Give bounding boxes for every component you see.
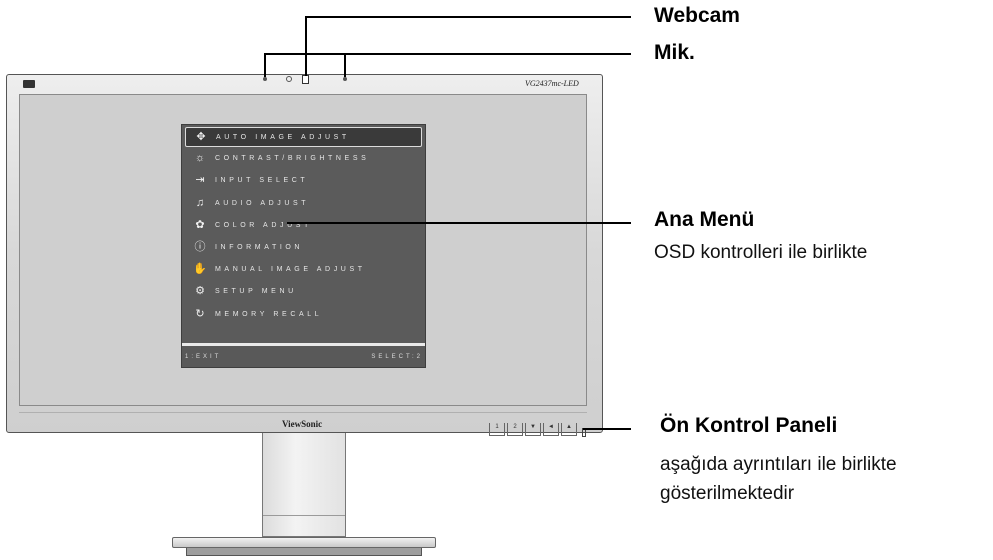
osd-separator (182, 343, 425, 346)
main-menu-description: OSD kontrolleri ile birlikte (654, 242, 868, 263)
osd-footer: 1:EXIT SELECT:2 (182, 346, 425, 367)
crosshair-icon: ✥ (196, 131, 206, 143)
front-panel-callout-line (583, 428, 631, 430)
osd-menu-item[interactable]: ⓘ INFORMATION (185, 238, 422, 258)
webcam-indicator-icon (286, 76, 292, 82)
model-name: VG2437mc-LED (525, 79, 579, 88)
front-button-left[interactable]: ◄ (543, 423, 559, 436)
microphone-left-icon (263, 77, 267, 81)
stand-base (172, 537, 436, 548)
osd-menu-item[interactable]: ⚙ SETUP MENU (185, 282, 422, 302)
gear-icon: ⚙ (195, 285, 205, 298)
osd-menu-item-label: CONTRAST/BRIGHTNESS (215, 155, 370, 163)
osd-menu-item[interactable]: ⇥ INPUT SELECT (185, 171, 422, 191)
webcam-callout-line-h (305, 16, 631, 18)
recall-icon: ↻ (195, 307, 205, 320)
hand-icon: ✋ (193, 263, 207, 276)
front-panel-description-line1: aşağıda ayrıntıları ile birlikte (660, 454, 897, 475)
mic-callout-line-h (264, 53, 631, 55)
microphone-right-icon (343, 77, 347, 81)
front-control-buttons: 1 2 ▼ ◄ ▲ (489, 423, 589, 437)
webcam-label: Webcam (654, 4, 740, 27)
osd-menu-item[interactable]: ✥ AUTO IMAGE ADJUST (185, 127, 422, 147)
osd-menu-item[interactable]: ♫ AUDIO ADJUST (185, 194, 422, 214)
osd-menu-item[interactable]: ✋ MANUAL IMAGE ADJUST (185, 260, 422, 280)
front-panel-label: Ön Kontrol Paneli (660, 414, 838, 437)
front-button-up[interactable]: ▲ (561, 423, 577, 436)
color-palette-icon: ✿ (195, 218, 205, 231)
front-button-down[interactable]: ▼ (525, 423, 541, 436)
main-menu-label: Ana Menü (654, 208, 755, 231)
osd-menu-item-label: INFORMATION (215, 244, 304, 251)
input-icon: ⇥ (195, 174, 205, 187)
webcam-callout-line-v (305, 16, 307, 76)
front-button-2[interactable]: 2 (507, 423, 523, 436)
stand-base-foot (186, 548, 422, 556)
osd-menu-item-label: COLOR ADJUST (215, 221, 312, 229)
osd-menu-item-label: AUDIO ADJUST (215, 199, 310, 207)
osd-menu-item-label: AUTO IMAGE ADJUST (216, 134, 350, 141)
osd-menu-item-label: INPUT SELECT (215, 177, 309, 185)
osd-menu-item-label: MEMORY RECALL (215, 310, 323, 318)
menu-callout-line (287, 222, 631, 224)
osd-menu-item-label: MANUAL IMAGE ADJUST (215, 266, 366, 274)
webcam-icon (302, 75, 309, 84)
osd-select-hint: SELECT:2 (371, 354, 423, 360)
bezel-divider (19, 412, 587, 413)
audio-icon: ♫ (195, 196, 205, 209)
brand-name: ViewSonic (282, 419, 323, 429)
info-icon: ⓘ (194, 241, 206, 253)
osd-menu-item[interactable]: ↻ MEMORY RECALL (185, 305, 422, 325)
mic-callout-line-left (264, 53, 266, 77)
stand-neck (262, 433, 346, 537)
osd-main-menu: ✥ AUTO IMAGE ADJUST ☼ CONTRAST/BRIGHTNESS ⇥ I… (181, 124, 426, 368)
osd-exit-hint: 1:EXIT (185, 354, 222, 360)
front-panel-description-line2: gösterilmektedir (660, 483, 795, 504)
contrast-icon: ☼ (194, 152, 206, 165)
front-button-1[interactable]: 1 (489, 423, 505, 436)
osd-menu-item[interactable]: ☼ CONTRAST/BRIGHTNESS (185, 149, 422, 169)
viewsonic-badge-icon (23, 80, 35, 88)
osd-menu-item[interactable]: ✿ COLOR ADJUST (185, 216, 422, 236)
osd-menu-item-label: SETUP MENU (215, 288, 297, 296)
mic-label: Mik. (654, 41, 695, 64)
stand-neck-joint (263, 515, 345, 516)
mic-callout-line-right (344, 53, 346, 77)
